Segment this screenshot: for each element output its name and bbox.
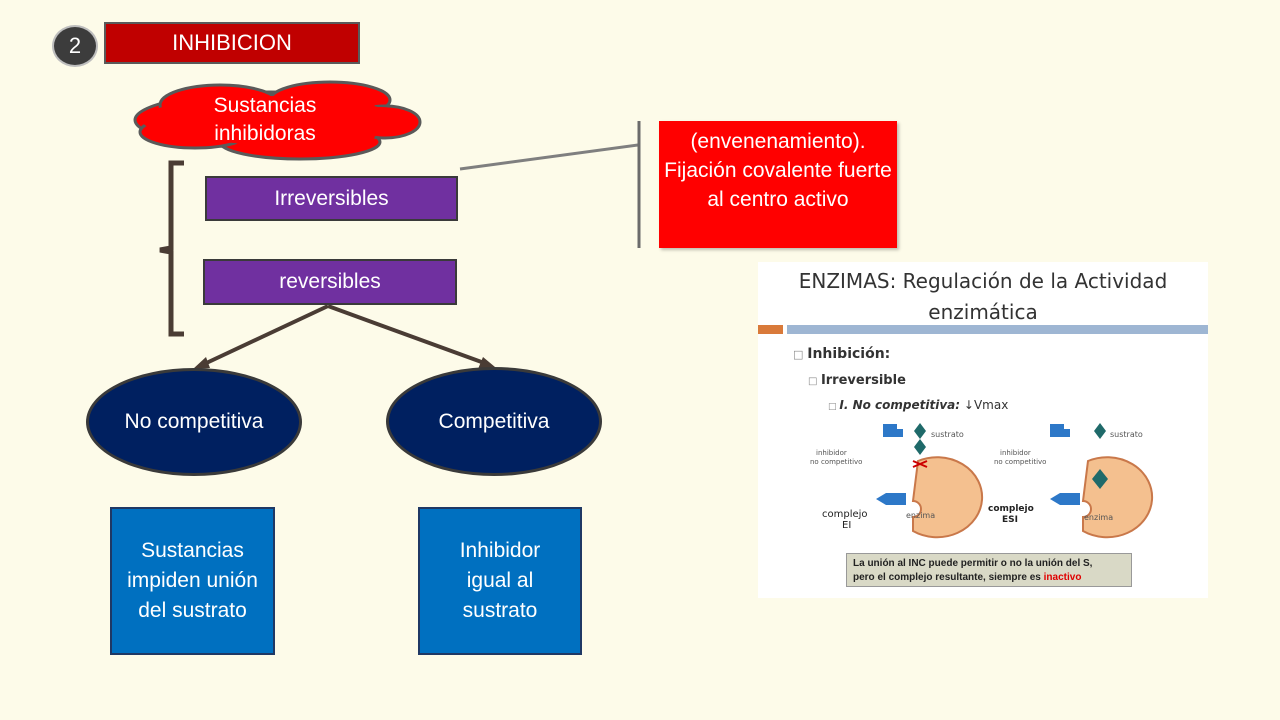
bullet-square-icon: □: [793, 348, 808, 361]
down-arrow-icon: ↓: [963, 398, 974, 412]
note-connector-line: [459, 143, 639, 171]
branch-brace: [159, 160, 184, 337]
note-line-1: La unión al INC puede permitir o no la u…: [853, 558, 1093, 569]
no-competitiva-oval: No competitiva: [86, 368, 302, 476]
reversibles-box: reversibles: [203, 259, 457, 305]
embedded-slide-title: ENZIMAS: Regulación de la Actividad enzi…: [798, 269, 1168, 324]
irreversible-note: (envenenamiento). Fijación covalente fue…: [659, 121, 897, 248]
page-title: INHIBICION: [104, 22, 360, 64]
bullet-inhibicion: □ Inhibición:: [793, 346, 891, 362]
embedded-slide-rule: [787, 325, 1208, 334]
label-sustrato-left: sustrato: [931, 430, 964, 439]
embedded-slide-image: ENZIMAS: Regulación de la Actividad enzi…: [758, 262, 1208, 598]
bullet-square-icon: □: [808, 376, 821, 387]
bullet-square-icon: □: [828, 402, 840, 412]
arrow-to-no-competitiva: [199, 304, 329, 368]
label-enzima-right: enzima: [1084, 513, 1113, 522]
competitiva-oval: Competitiva: [386, 367, 602, 476]
bullet-irreversible: □ Irreversible: [808, 373, 906, 388]
arrow-to-competitiva: [327, 304, 488, 366]
cloud-label: Sustancias inhibidoras: [213, 94, 317, 145]
no-competitiva-description: Sustancias impiden unión del sustrato: [110, 507, 275, 655]
note-line-2: pero el complejo resultante, siempre es …: [853, 572, 1082, 583]
bullet-no-competitiva: □ I. No competitiva: ↓Vmax: [828, 398, 1009, 412]
embedded-slide-accent-bar: [758, 325, 783, 334]
embedded-note-box: La unión al INC puede permitir o no la u…: [846, 553, 1132, 587]
competitiva-description: Inhibidor igual al sustrato: [418, 507, 582, 655]
irreversibles-box: Irreversibles: [205, 176, 458, 221]
cloud-shape: [133, 80, 422, 161]
label-enzima-left: enzima: [906, 511, 935, 520]
note-red-word: inactivo: [1043, 572, 1082, 583]
label-sustrato-right: sustrato: [1110, 430, 1143, 439]
slide-number-badge: 2: [52, 25, 98, 67]
